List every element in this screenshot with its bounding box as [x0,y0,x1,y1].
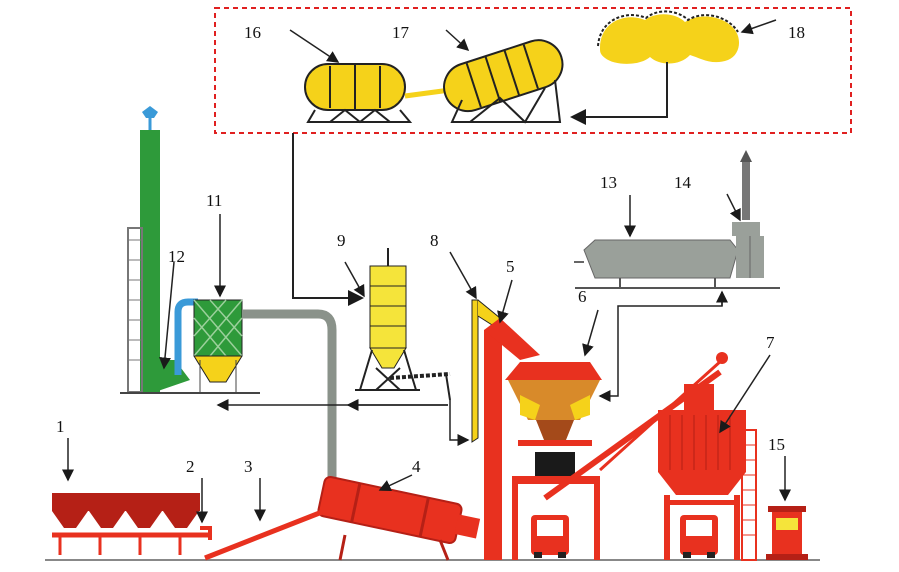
tank-16 [305,64,410,122]
pointer-17 [446,30,468,50]
truck-right [680,515,718,558]
filler-flow [450,400,468,440]
cold-bins-1 [52,493,210,555]
conveyor-3 [205,512,322,558]
label-12: 12 [168,247,185,266]
label-2: 2 [186,457,195,476]
skip-wheel [716,352,728,364]
label-1: 1 [56,417,65,436]
pointer-18 [742,20,776,32]
pointer-16 [290,30,338,62]
filler-silo-9 [355,248,450,400]
pointer-9 [345,262,364,296]
material-piles-18 [598,11,739,63]
pointer-5 [500,280,512,322]
label-11: 11 [206,191,222,210]
flow-piles-to-tank [572,62,667,117]
pointer-4 [380,475,412,490]
tank-connector [405,90,450,96]
label-18: 18 [788,23,805,42]
label-5: 5 [506,257,515,276]
truck-left [531,515,569,558]
dryer-drum-4 [317,476,482,560]
pointer-14 [727,194,740,220]
bag-filter-11 [194,300,242,392]
label-7: 7 [766,333,775,352]
control-cabin-15 [766,506,808,560]
label-16: 16 [244,23,261,42]
tank-17 [438,34,569,122]
pointer-6 [585,310,598,355]
label-6: 6 [578,287,587,306]
gray-duct [242,314,332,510]
label-4: 4 [412,457,421,476]
label-17: 17 [392,23,410,42]
label-9: 9 [337,231,346,250]
pointer-8 [450,252,476,298]
label-3: 3 [244,457,253,476]
label-13: 13 [600,173,617,192]
pointer-12 [164,262,174,368]
label-14: 14 [674,173,692,192]
label-15: 15 [768,435,785,454]
label-8: 8 [430,231,439,250]
